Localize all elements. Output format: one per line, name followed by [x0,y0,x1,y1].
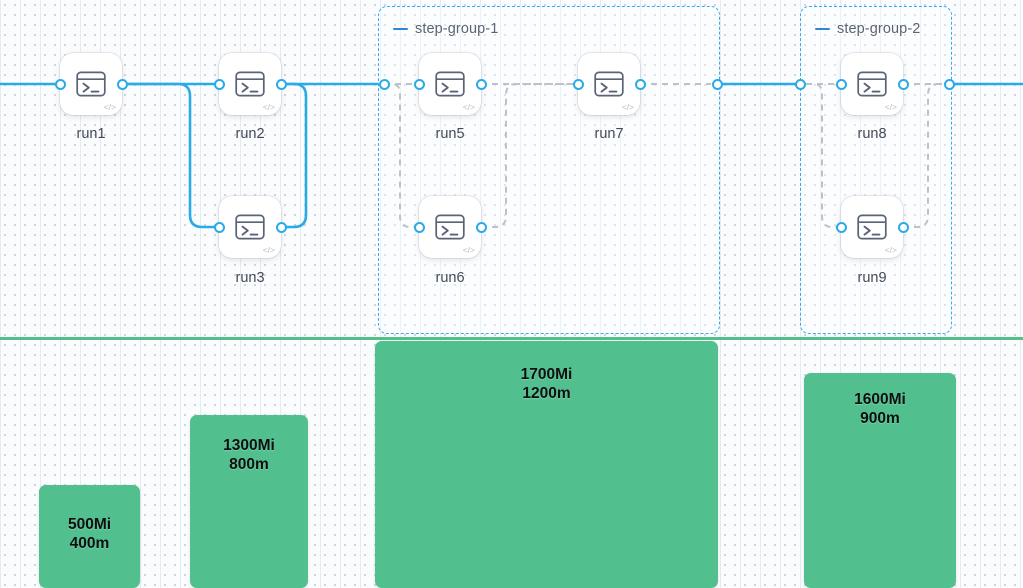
port-group1-out[interactable] [712,79,723,90]
port-group1-in[interactable] [379,79,390,90]
terminal-icon [235,71,265,97]
edge-g1entry-run6 [384,83,417,228]
port-run8-out[interactable] [898,79,909,90]
terminal-icon [435,71,465,97]
node-card-run8[interactable]: </> [841,53,903,115]
code-icon: </> [884,244,897,255]
node-label-run2: run2 [235,126,265,142]
node-label-run6: run6 [435,270,465,286]
code-icon: </> [262,101,275,112]
code-icon: </> [884,101,897,112]
step-group-2-header[interactable]: step-group-2 [815,21,920,37]
node-label-run7: run7 [594,126,624,142]
resource-bar-1-label: 500Mi 400m [67,516,112,552]
port-run9-out[interactable] [898,222,909,233]
terminal-icon [435,214,465,240]
port-run7-out[interactable] [635,79,646,90]
code-icon: </> [103,101,116,112]
port-run2-in[interactable] [214,79,225,90]
resource-bar-2[interactable]: 1300Mi 800m [190,415,308,588]
node-card-run5[interactable]: </> [419,53,481,115]
node-card-run3[interactable]: </> [219,196,281,258]
port-run1-out[interactable] [117,79,128,90]
port-run2-out[interactable] [276,79,287,90]
section-divider [0,337,1023,340]
node-label-run3: run3 [235,270,265,286]
node-card-run9[interactable]: </> [841,196,903,258]
edge-run6-run7 [481,83,584,228]
port-run5-in[interactable] [414,79,425,90]
terminal-icon [594,71,624,97]
node-card-run2[interactable]: </> [219,53,281,115]
terminal-icon [235,214,265,240]
code-icon: </> [462,101,475,112]
edge-run3-run2out [279,82,308,229]
node-card-run1[interactable]: </> [60,53,122,115]
step-group-1-label: step-group-1 [415,21,499,37]
node-label-run5: run5 [435,126,465,142]
port-run3-out[interactable] [276,222,287,233]
port-run9-in[interactable] [836,222,847,233]
port-run3-in[interactable] [214,222,225,233]
port-run6-out[interactable] [476,222,487,233]
resource-bar-3-label: 1700Mi 1200m [520,366,573,402]
minus-icon[interactable] [393,27,408,31]
resource-bar-2-label: 1300Mi 800m [223,437,275,473]
terminal-icon [76,71,106,97]
step-group-1-header[interactable]: step-group-1 [393,21,498,37]
code-icon: </> [262,244,275,255]
terminal-icon [857,214,887,240]
port-run7-in[interactable] [573,79,584,90]
code-icon: </> [621,101,634,112]
node-card-run6[interactable]: </> [419,196,481,258]
edge-run1-run3 [120,82,221,229]
resource-bar-4-label: 1600Mi 900m [854,391,906,427]
resource-bar-4[interactable]: 1600Mi 900m [804,373,956,588]
minus-icon[interactable] [815,27,830,31]
port-run1-in[interactable] [55,79,66,90]
port-group2-out[interactable] [944,79,955,90]
node-card-run7[interactable]: </> [578,53,640,115]
terminal-icon [857,71,887,97]
node-label-run8: run8 [857,126,887,142]
edge-run9-g2exit [903,83,943,228]
port-run6-in[interactable] [414,222,425,233]
step-group-2-label: step-group-2 [837,21,921,37]
node-label-run9: run9 [857,270,887,286]
port-run5-out[interactable] [476,79,487,90]
node-label-run1: run1 [76,126,106,142]
port-run8-in[interactable] [836,79,847,90]
port-group2-in[interactable] [795,79,806,90]
resource-bar-3[interactable]: 1700Mi 1200m [375,341,718,588]
edge-g2entry-run9 [806,83,839,228]
code-icon: </> [462,244,475,255]
resource-bar-1[interactable]: 500Mi 400m [39,485,140,588]
